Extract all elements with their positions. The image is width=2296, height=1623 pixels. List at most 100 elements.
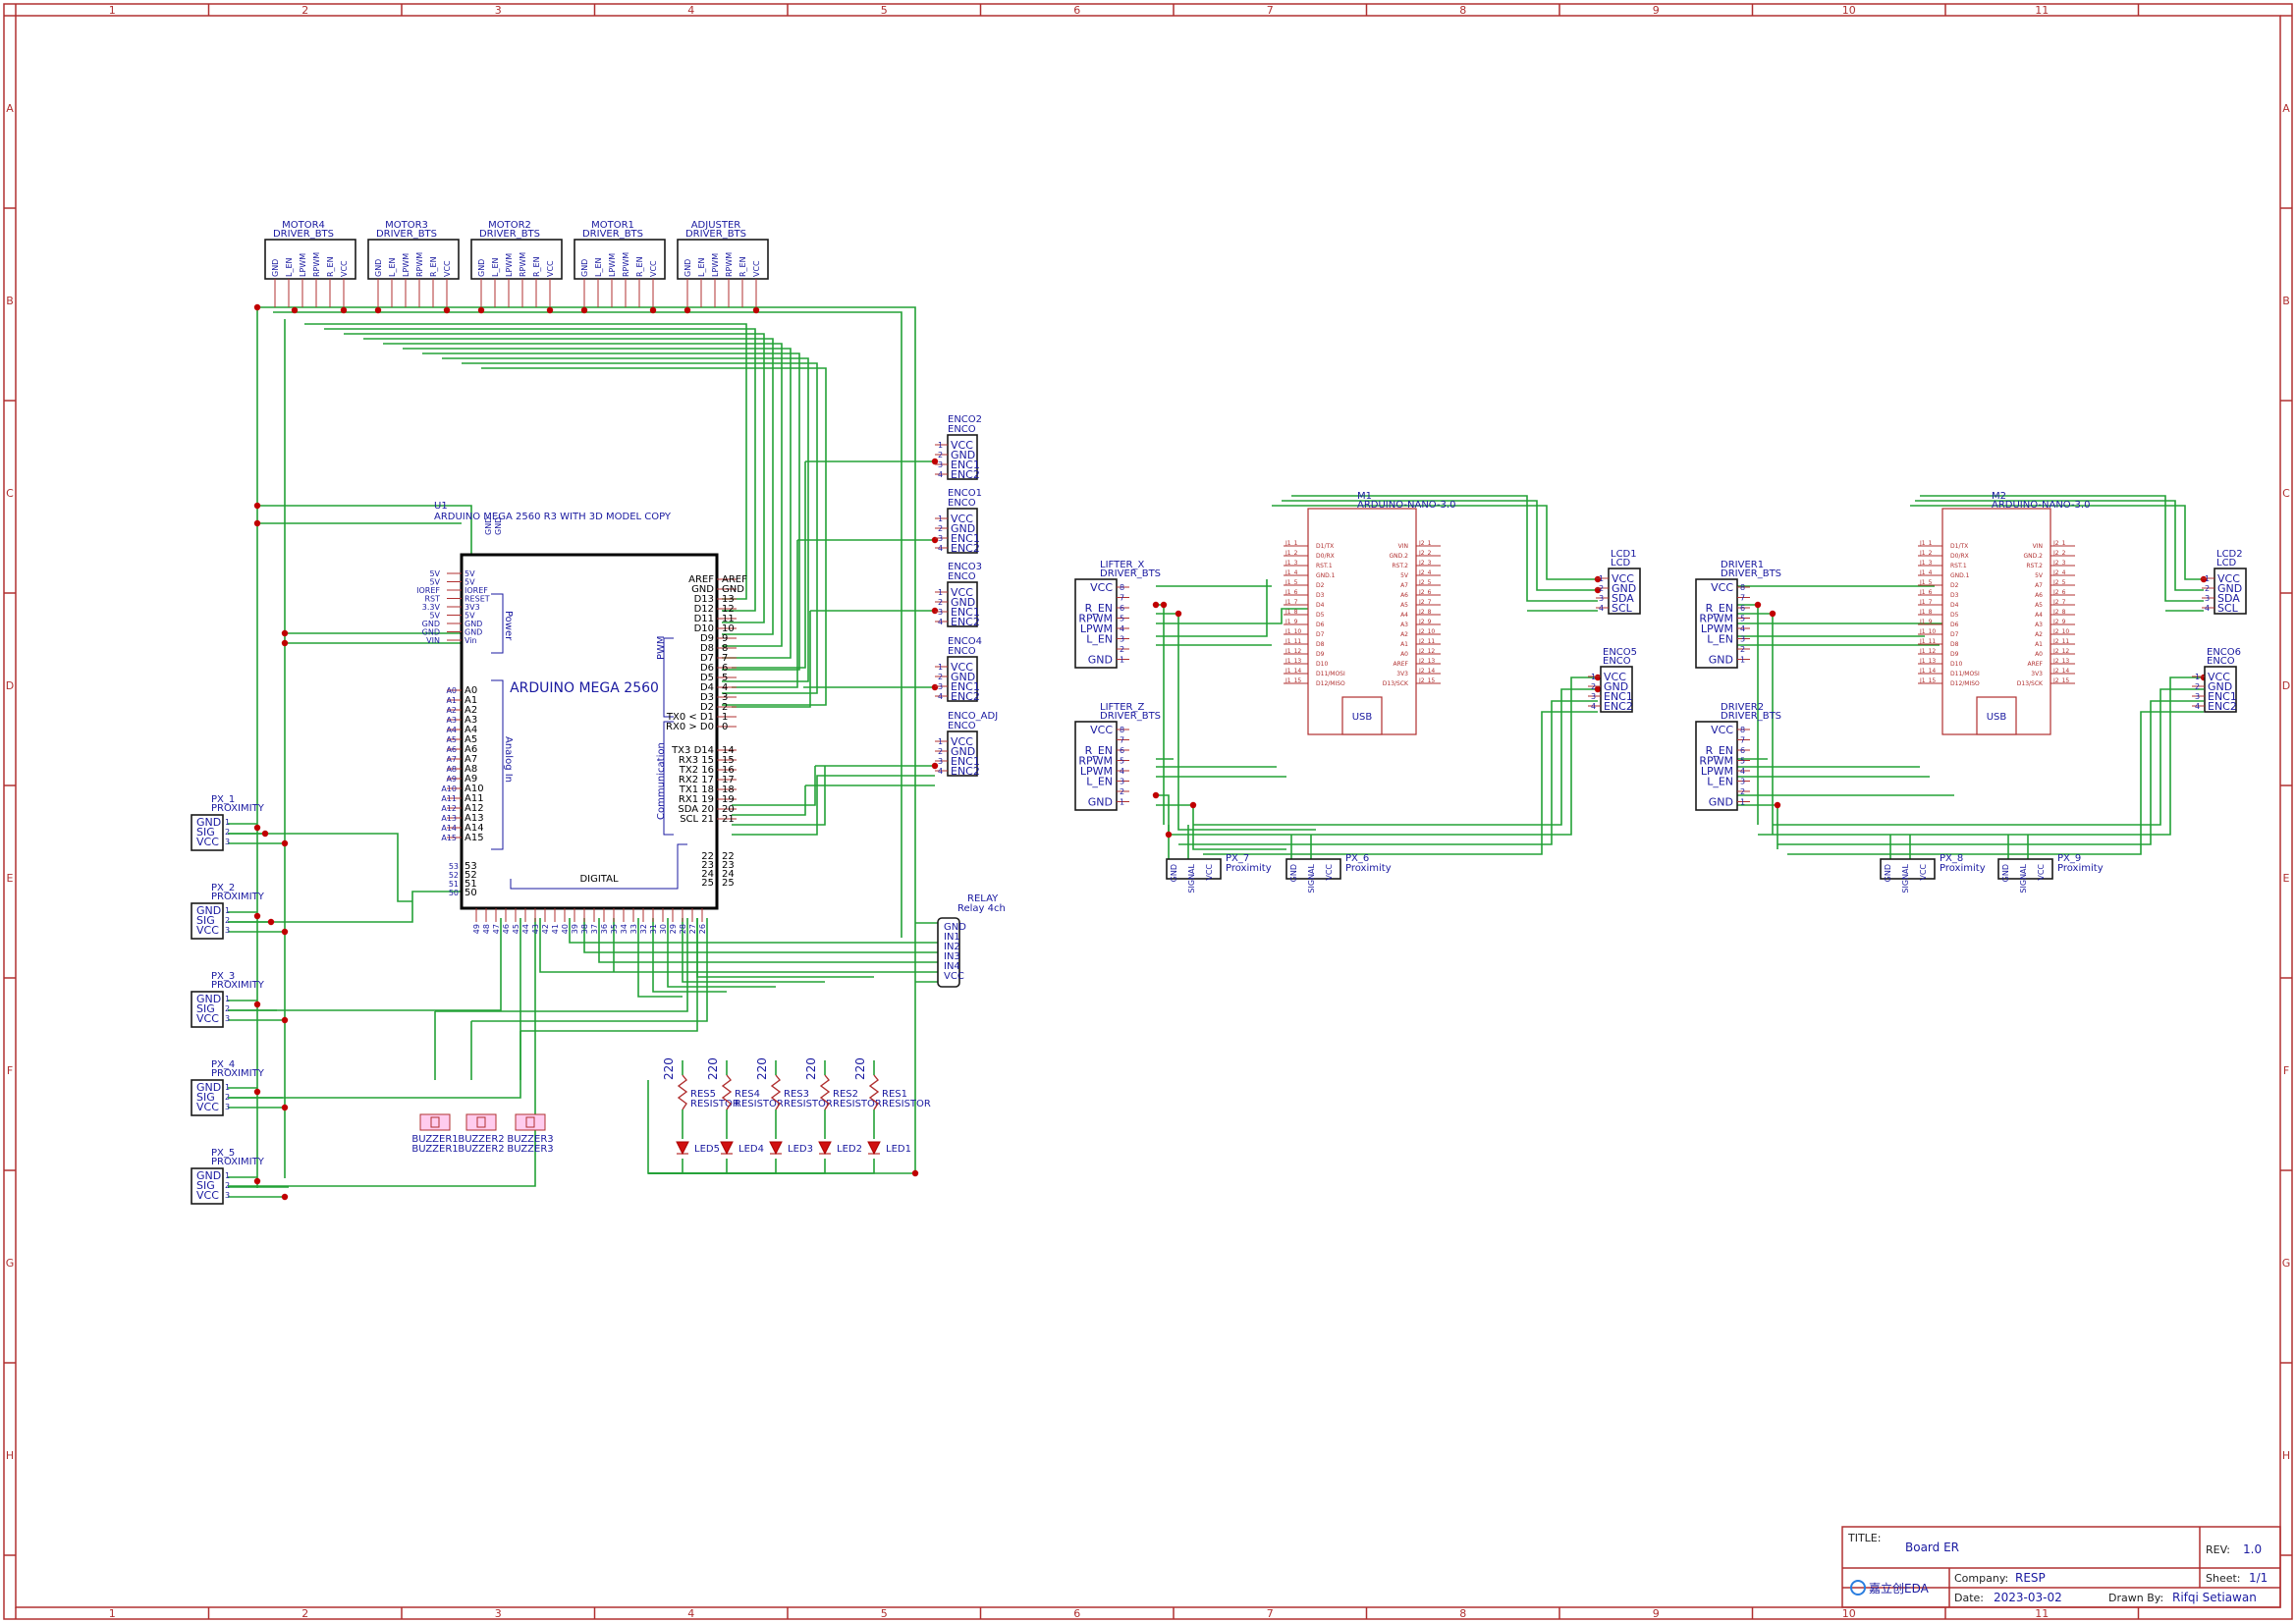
nano-pin-num: J1_15 xyxy=(1285,677,1301,684)
encoder-pin-label: ENC1 xyxy=(951,606,980,619)
led-label: LED4 xyxy=(738,1144,764,1155)
proximity-value: PROXIMITY xyxy=(211,803,265,814)
resistor-ref: RES5 xyxy=(690,1089,716,1100)
wire xyxy=(647,1080,916,1174)
nano-pin-name: RST.2 xyxy=(2026,563,2043,569)
wire xyxy=(228,918,502,1011)
nano-pin-name: A6 xyxy=(1400,592,1408,599)
small-px-ref: PX_7 xyxy=(1226,853,1249,864)
side_encoders-pin-label: VCC xyxy=(1604,671,1626,683)
mega-pin-name: 22 xyxy=(701,851,714,862)
side-driver-pin-num: 7 xyxy=(1740,736,1745,745)
wire xyxy=(648,1159,728,1174)
resistor-ohm: 220 xyxy=(662,1057,676,1080)
wire xyxy=(583,918,938,953)
junction-dot xyxy=(374,306,382,314)
junction-dot xyxy=(546,306,554,314)
mega-pin-num: 36 xyxy=(600,924,609,934)
side-driver-pin-num: 3 xyxy=(1120,635,1124,644)
nano-pin-name: D13/SCK xyxy=(2017,680,2044,687)
mega-pin-name: D2 xyxy=(700,702,714,713)
mega-pin-num: 1 xyxy=(722,712,728,723)
driver-pin-label: L_EN xyxy=(697,257,706,277)
nano-pin-name: D4 xyxy=(1950,602,1959,609)
encoder-pin-num: 3 xyxy=(938,682,943,691)
pwm-bracket xyxy=(663,637,674,718)
side-driver-pin-num: 6 xyxy=(1740,604,1745,613)
nano-pin-name: D8 xyxy=(1316,641,1325,648)
mega-pin-name: D6 xyxy=(700,663,714,674)
mega-pin-name: GND xyxy=(465,628,482,637)
nano-pin-name: 5V xyxy=(2035,572,2044,579)
row-label: G xyxy=(6,1257,15,1270)
proximity-pin-label: GND xyxy=(196,1081,221,1094)
mega-pin-name: A0 xyxy=(465,685,477,696)
encoder-pin-label: GND xyxy=(951,596,975,609)
side_encoders-pin-label: VCC xyxy=(2208,671,2230,683)
lcds-pin-label: SCL xyxy=(1612,602,1633,615)
side-driver-pin-label: L_EN xyxy=(1707,633,1733,646)
resistor-symbol xyxy=(677,1074,688,1110)
digital-bracket xyxy=(510,843,687,890)
mega-pin-name: A15 xyxy=(465,833,484,843)
side-driver-pin-label: VCC xyxy=(1090,724,1113,736)
mega-pin-num: GND xyxy=(422,628,440,637)
mega-pin-name: IOREF xyxy=(465,586,488,595)
mega-pin-name: D13 xyxy=(694,594,714,605)
encoder-ref: ENCO3 xyxy=(948,562,982,572)
lcds-pin-num: 3 xyxy=(2205,594,2210,603)
mega-pin-name: RESET xyxy=(465,595,490,604)
wire xyxy=(462,362,818,694)
wires-layer xyxy=(228,303,2208,1201)
mega-pin-num: 21 xyxy=(722,814,735,825)
lcds-value: LCD xyxy=(2216,558,2237,568)
wire xyxy=(422,352,800,671)
driver-pin-label: RPWM xyxy=(622,252,630,277)
mega-pin-num: A6 xyxy=(446,745,457,754)
mega-pin-num: 38 xyxy=(580,924,589,934)
relay-pin-label: VCC xyxy=(944,971,964,982)
row-label: B xyxy=(2282,295,2290,307)
wire xyxy=(1773,688,2204,826)
side_encoders-pin-label: ENC1 xyxy=(1604,690,1633,703)
col-label: 11 xyxy=(2035,1607,2049,1620)
nano-pin-num: J1_9 xyxy=(1919,619,1933,625)
row-label: D xyxy=(6,679,14,692)
nano-pin-num: J1_7 xyxy=(1285,599,1298,606)
proximity-pin-label: GND xyxy=(196,993,221,1005)
analog-bracket xyxy=(491,679,504,850)
side-driver-pin-num: 2 xyxy=(1740,645,1745,654)
driver-pin-label: GND xyxy=(477,259,486,277)
mega-pin-num: 43 xyxy=(531,924,540,934)
mega-pin-name: TX2 16 xyxy=(679,765,714,776)
nano-pin-num: J2_4 xyxy=(2052,569,2066,576)
wire xyxy=(682,918,825,983)
nano-pin-name: D13/SCK xyxy=(1383,680,1409,687)
side_encoders-ref: ENCO6 xyxy=(2207,647,2241,658)
col-label: 8 xyxy=(1459,4,1466,17)
nano-pin-name: RST.2 xyxy=(1392,563,1408,569)
mega-pin-num: 33 xyxy=(629,924,638,934)
mega-pin-name: D8 xyxy=(700,643,714,654)
mega-pin-num: A15 xyxy=(441,834,457,842)
mega-pin-name: 5V xyxy=(465,612,475,621)
mega-pin-num: 28 xyxy=(679,924,687,934)
side-driver-pin-num: 3 xyxy=(1740,778,1745,786)
wire xyxy=(481,367,827,706)
side-driver-pin-label: R_EN xyxy=(1706,602,1733,615)
mega-pin-num: 8 xyxy=(722,643,728,654)
nano-pin-num: J1_12 xyxy=(1919,648,1936,655)
lcds-ref: LCD2 xyxy=(2216,549,2243,560)
wire xyxy=(1178,700,1598,845)
power-bracket xyxy=(491,593,504,654)
side-driver-pin-label: VCC xyxy=(1711,724,1733,736)
row-label: F xyxy=(2283,1064,2289,1077)
junction-dot xyxy=(477,306,485,314)
junction-dot xyxy=(281,928,289,936)
mega-pin-num: A11 xyxy=(441,794,457,803)
col-label: 2 xyxy=(301,4,308,17)
nano-pin-name: D3 xyxy=(1950,592,1959,599)
mega-power-label: Power xyxy=(503,611,514,641)
nano-pin-name: D11/MOSI xyxy=(1316,671,1345,677)
side-driver-pin-num: 6 xyxy=(1740,746,1745,755)
